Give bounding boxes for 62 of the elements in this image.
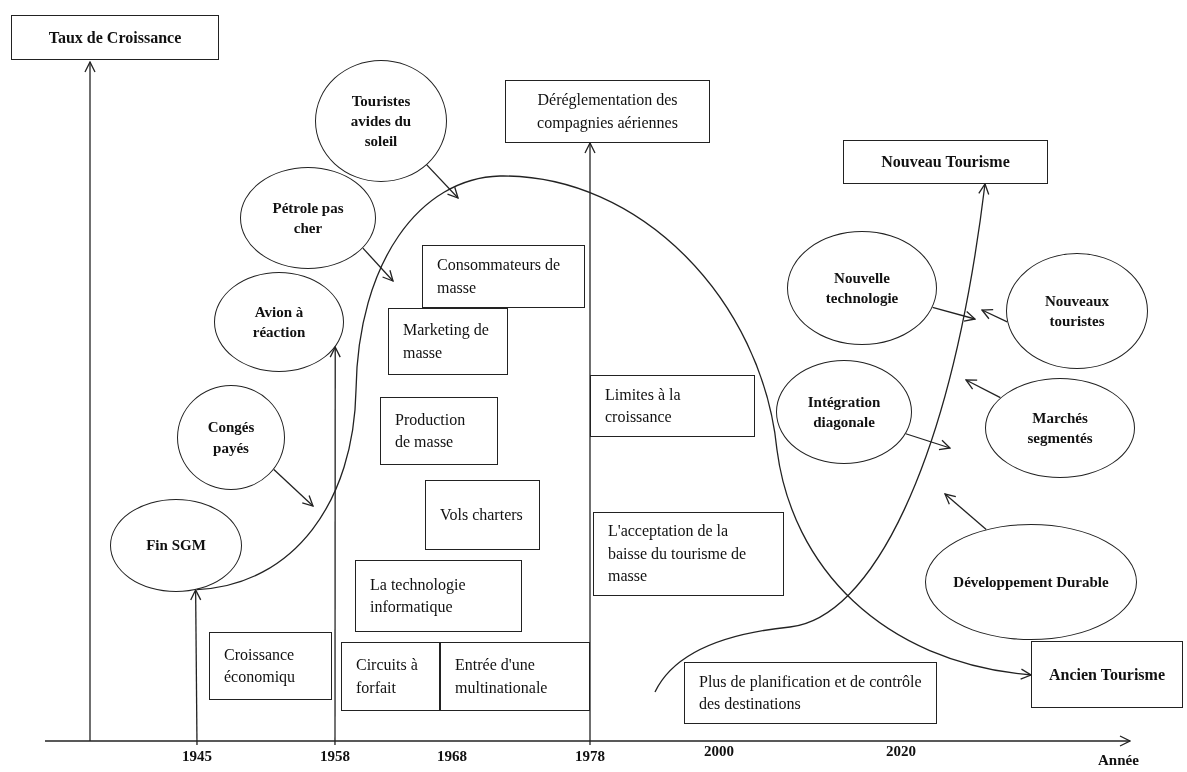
year-label: 2020	[886, 743, 916, 760]
text-box	[388, 308, 508, 375]
node-label: Circuits à forfait	[356, 655, 419, 698]
node-label: L'acceptation de la baisse du tourisme de masse	[608, 521, 748, 587]
node-label: Entrée d'une multinationale	[455, 655, 549, 698]
ellipse-node	[177, 385, 285, 490]
arrow	[190, 589, 202, 746]
node-label: Nouveaux touristes	[1043, 291, 1111, 331]
node-label: Fin SGM	[146, 536, 206, 556]
title-box	[11, 15, 219, 60]
arrow	[944, 493, 987, 531]
node-label: Marketing de masse	[403, 320, 490, 363]
node-label: Pétrole pas cher	[271, 198, 345, 238]
title-box	[843, 140, 1048, 184]
node-label: Congés payés	[206, 418, 256, 458]
node-label: Croissance économiqu	[224, 644, 297, 688]
year-label: 2000	[704, 743, 734, 760]
node-label: Développement Durable	[953, 572, 1109, 592]
node-label: Marchés segmentés	[1026, 408, 1094, 448]
arrow	[426, 164, 459, 199]
node-label: Avion à réaction	[251, 302, 307, 342]
arrow	[329, 346, 341, 746]
node-label: Nouveau Tourisme	[881, 152, 1010, 173]
node-label: Production de masse	[395, 409, 467, 452]
ellipse-node	[110, 499, 242, 592]
text-box	[425, 480, 540, 550]
text-box	[380, 397, 498, 465]
node-label: La technologie informatique	[370, 574, 467, 618]
arrow	[931, 306, 976, 322]
arrow	[905, 433, 951, 451]
text-box	[341, 642, 440, 711]
arrow	[196, 175, 1032, 680]
node-label: 1945	[182, 746, 212, 766]
year-label: 1968	[437, 748, 467, 765]
text-box	[355, 560, 522, 632]
axis-label: Année	[1098, 752, 1139, 769]
arrow	[965, 379, 1001, 399]
node-label: Plus de planification et de contrôle des destinations	[699, 671, 922, 714]
node-label: 1958	[320, 746, 350, 766]
node-label: 1978	[575, 746, 605, 766]
text-box	[593, 512, 784, 596]
text-box	[505, 80, 710, 143]
text-box	[590, 375, 755, 437]
node-label: Ancien Tourisme	[1049, 664, 1165, 685]
text-box	[422, 245, 585, 308]
arrow	[654, 183, 990, 693]
node-label: Intégration diagonale	[806, 392, 882, 432]
node-label: Vols charters	[440, 504, 523, 525]
node-label: Déréglementation des compagnies aériennes	[536, 90, 679, 134]
node-label: Touristes avides du soleil	[349, 91, 413, 152]
title-box	[1031, 641, 1183, 708]
node-label: Limites à la croissance	[605, 384, 682, 427]
arrow	[584, 142, 596, 746]
arrow	[362, 247, 394, 282]
node-label: Consommateurs de masse	[437, 255, 562, 298]
text-box	[684, 662, 937, 724]
node-label: Nouvelle technologie	[824, 268, 900, 308]
text-box	[209, 632, 332, 700]
arrow	[273, 468, 314, 507]
node-label: Taux de Croissance	[48, 27, 182, 48]
text-box	[440, 642, 590, 711]
arrow	[981, 309, 1008, 323]
